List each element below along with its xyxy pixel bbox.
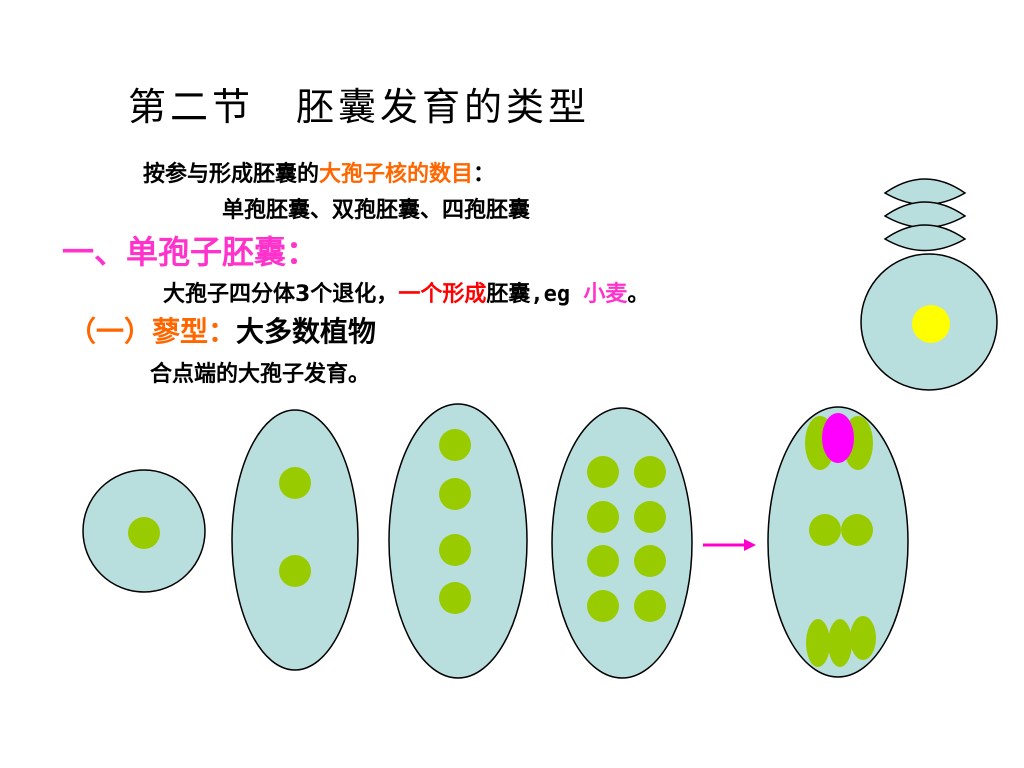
intro-prefix: 按参与形成胚囊的	[143, 162, 320, 187]
description-line: 大孢子四分体3个退化，一个形成胚囊,eg 小麦。	[163, 284, 649, 306]
nucleus	[634, 545, 666, 577]
origin-line: 合点端的大孢子发育。	[150, 362, 371, 387]
intro-suffix: ：	[473, 162, 496, 187]
desc-part2: 胚囊	[486, 282, 531, 307]
degenerated-megaspore-3	[883, 224, 967, 252]
nucleus	[439, 429, 471, 461]
nucleus	[587, 501, 619, 533]
desc-example: 小麦	[583, 282, 628, 307]
antipodal-cell	[806, 619, 830, 667]
polar-nucleus	[809, 514, 841, 546]
development-arrow	[703, 539, 756, 551]
nucleus	[439, 534, 471, 566]
subsection-heading: （一）蓼型：大多数植物	[68, 318, 376, 346]
types-line: 单孢胚囊、双孢胚囊、四孢胚囊	[222, 198, 531, 223]
nucleus	[634, 590, 666, 622]
antipodal-cell	[828, 619, 852, 667]
nucleus	[634, 456, 666, 488]
polar-nucleus	[841, 514, 873, 546]
nucleus	[279, 467, 311, 499]
degenerated-megaspore-group	[883, 178, 967, 252]
nucleus	[587, 545, 619, 577]
desc-eg: ,eg	[530, 282, 584, 307]
mature-embryo-sac	[767, 406, 909, 678]
desc-end: 。	[627, 282, 650, 307]
antipodal-cell	[850, 616, 876, 660]
section-heading-monosporic: 一、单孢子胚囊：	[62, 233, 319, 271]
subsection-label: （一）蓼型：	[68, 315, 237, 348]
desc-highlight: 一个形成	[398, 282, 487, 307]
nucleus	[634, 501, 666, 533]
nucleus	[279, 555, 311, 587]
nucleus	[439, 582, 471, 614]
nucleus	[587, 456, 619, 488]
egg-cell	[822, 413, 854, 463]
stage-2-cell	[231, 409, 359, 671]
subsection-text: 大多数植物	[236, 315, 377, 348]
intro-line: 按参与形成胚囊的大孢子核的数目：	[143, 164, 495, 186]
nucleus	[587, 590, 619, 622]
intro-highlight: 大孢子核的数目	[319, 162, 474, 187]
megaspore-nucleus	[912, 305, 950, 343]
nucleus	[439, 478, 471, 510]
nucleus	[128, 517, 160, 549]
degenerated-megaspore-1	[883, 178, 967, 206]
slide-title: 第二节 胚囊发育的类型	[128, 85, 591, 129]
stage-4-cell	[551, 407, 693, 679]
degenerated-megaspore-2	[883, 201, 967, 229]
desc-part1: 大孢子四分体3个退化，	[163, 282, 399, 307]
